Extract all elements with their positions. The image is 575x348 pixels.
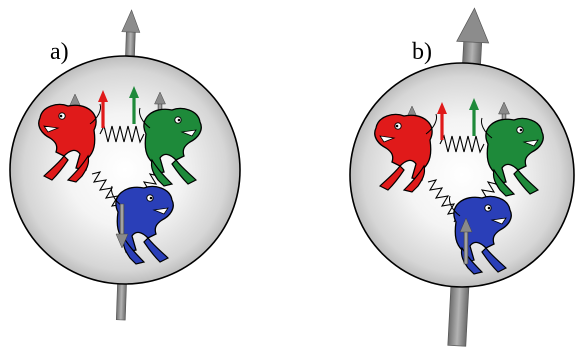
panel-b <box>349 7 575 347</box>
panel-label-b: b) <box>412 39 432 65</box>
gluon-spring-rg-b <box>439 134 485 154</box>
gluon-spring-rg-a <box>99 124 145 144</box>
gluon-spring-rb-b <box>427 179 462 223</box>
quark-spin-arrow-blue-b <box>459 217 473 265</box>
panel-a <box>9 9 241 321</box>
panel-label-a: a) <box>50 39 69 65</box>
quark-spin-arrow-blue-a <box>115 203 129 249</box>
